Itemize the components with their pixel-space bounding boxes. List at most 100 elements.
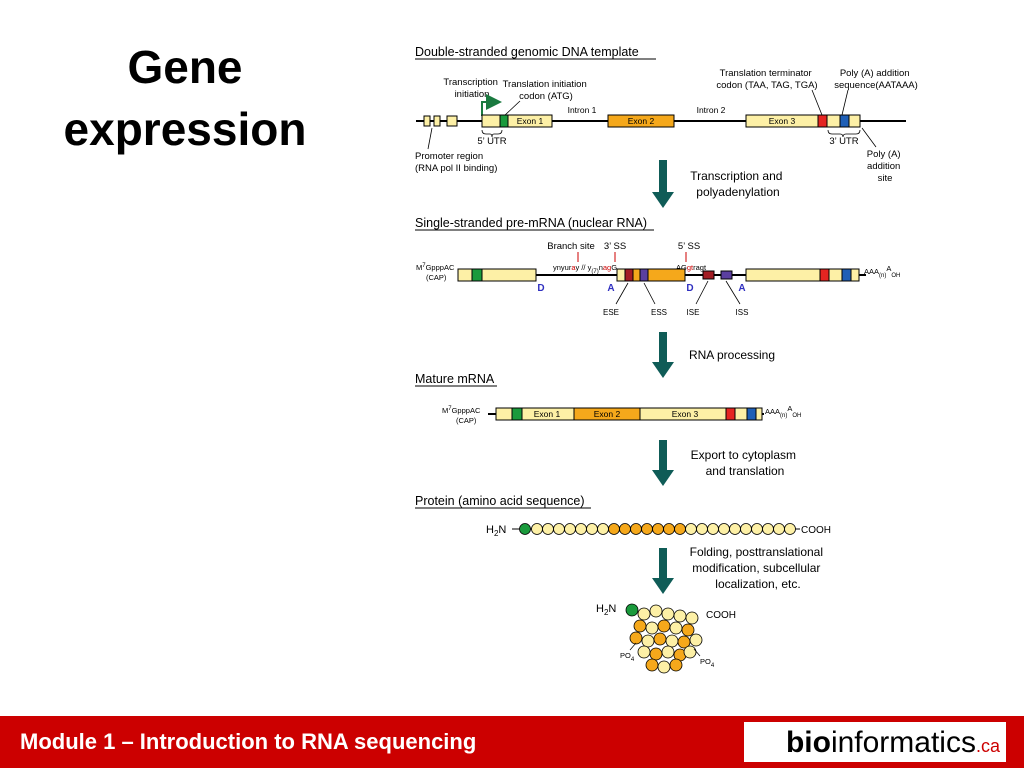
- transcription-start-arrow: [481, 94, 502, 116]
- footer-bar: Module 1 – Introduction to RNA sequencin…: [0, 716, 1024, 768]
- amino-acid-bead: [652, 523, 664, 535]
- premrna-stop-codon: [819, 268, 830, 282]
- pointer-polya-site: [861, 127, 877, 148]
- polya-site-label: Poly (A) addition site: [867, 149, 903, 184]
- pointer-terminator: [811, 89, 823, 116]
- folded-residue: [665, 634, 679, 648]
- polya-sequence-label: Poly (A) addition sequence(AATAAA): [834, 68, 918, 91]
- step-2-label: RNA processing: [689, 348, 775, 362]
- protein-heading: Protein (amino acid sequence): [415, 494, 585, 508]
- dna-intron2-label: Intron 2: [697, 105, 726, 115]
- down-arrow-3: [652, 440, 674, 486]
- amino-acid-bead: [531, 523, 543, 535]
- amino-acid-bead: [751, 523, 763, 535]
- utr3-label: 3’ UTR: [829, 136, 858, 147]
- folded-n-terminal-residue: [625, 603, 639, 617]
- premrna-tail-label: AAA(n)AOH: [864, 264, 900, 279]
- mature-exon3-label: Exon 3: [672, 409, 699, 419]
- premrna-heading: Single-stranded pre-mRNA (nuclear RNA): [415, 216, 647, 230]
- premrna-ess-box: [639, 268, 649, 282]
- promoter-box-2: [433, 115, 441, 127]
- amino-acid-bead: [619, 523, 631, 535]
- folded-residue: [689, 633, 703, 647]
- acceptor-letter-2: A: [738, 283, 745, 294]
- folded-residue: [649, 604, 663, 618]
- amino-acid-bead: [663, 523, 675, 535]
- pointer-atg: [503, 100, 521, 117]
- step-3-label: Export to cytoplasm and translation: [691, 448, 800, 478]
- mature-cap-label: M7GpppAC (CAP): [442, 406, 482, 425]
- down-arrow-4: [652, 548, 674, 594]
- module-title: Module 1 – Introduction to RNA sequencin…: [20, 729, 477, 754]
- folded-residue: [653, 632, 667, 646]
- amino-acid-bead: [641, 523, 653, 535]
- ss5-label: 5’ SS: [678, 241, 700, 252]
- premrna-utr3-2: [850, 268, 860, 282]
- translation-initiation-label: Translation initiation codon (ATG): [503, 79, 590, 102]
- brand-logo-box: bioinformatics.ca: [744, 722, 1006, 762]
- amino-acid-bead: [608, 523, 620, 535]
- folded-residue: [633, 619, 647, 633]
- promoter-box-1: [423, 115, 431, 127]
- brand-bold: bio: [785, 726, 831, 759]
- ese-label: ESE: [603, 308, 619, 317]
- mature-utr5: [495, 407, 513, 421]
- amino-acid-bead: [696, 523, 708, 535]
- dna-utr5-box: [481, 114, 503, 128]
- amino-acid-bead: [586, 523, 598, 535]
- down-arrow-2: [652, 332, 674, 378]
- amino-acid-bead: [784, 523, 796, 535]
- amino-acid-n-terminal: [519, 523, 531, 535]
- gene-expression-diagram: Double-stranded genomic DNA template Tra…: [415, 45, 918, 674]
- folded-residue: [661, 607, 675, 621]
- dna-exon1: [507, 114, 553, 128]
- premrna-polya-signal: [841, 268, 852, 282]
- transcription-initiation-label: Transcription initiation: [443, 77, 500, 100]
- step-1-label: Transcription and polyadenylation: [690, 169, 786, 199]
- folded-residue: [641, 634, 655, 648]
- donor-letter-2: D: [686, 283, 693, 294]
- brand-rest: informatics: [830, 726, 976, 759]
- mature-stop-codon: [725, 407, 736, 421]
- mature-tail-label: AAA(n)AOH: [765, 404, 801, 419]
- splice-seq-left: ynyuray // y(7)nagG: [553, 263, 617, 275]
- amino-acid-bead: [553, 523, 565, 535]
- phosphate-link-2: [693, 648, 701, 657]
- folded-residue: [657, 619, 671, 633]
- promoter-label: Promoter region (RNA pol II binding): [415, 151, 497, 174]
- amino-acid-bead: [762, 523, 774, 535]
- folded-residue: [637, 607, 651, 621]
- ess-pointer: [643, 282, 656, 305]
- folded-residue: [669, 658, 683, 672]
- premrna-ese-box: [624, 268, 634, 282]
- amino-acid-bead: [718, 523, 730, 535]
- slide-title-line-1: Gene: [127, 41, 243, 93]
- mature-polya-signal: [746, 407, 757, 421]
- folded-residue: [669, 621, 683, 635]
- premrna-ise-box: [702, 270, 715, 280]
- folded-residue: [681, 623, 695, 637]
- ise-label: ISE: [687, 308, 700, 317]
- slide-title: Gene expression: [30, 36, 340, 160]
- brand-tld: .ca: [975, 736, 1000, 756]
- dna-exon2-label: Exon 2: [628, 116, 655, 126]
- dna-intron1-label: Intron 1: [568, 105, 597, 115]
- protein-n-terminus: H2N: [486, 524, 506, 538]
- dna-start-codon: [499, 114, 509, 128]
- folded-n-terminus: H2N: [596, 603, 616, 617]
- folded-residue: [657, 660, 671, 674]
- pointer-polya-seq: [841, 89, 849, 116]
- splice-seq-right: AGgtragt: [676, 263, 707, 272]
- amino-acid-bead: [685, 523, 697, 535]
- amino-acid-bead: [773, 523, 785, 535]
- folded-residue: [661, 645, 675, 659]
- terminator-label: Translation terminator codon (TAA, TAG, …: [716, 68, 817, 91]
- dna-utr3-box-2: [848, 114, 861, 128]
- ese-pointer: [615, 282, 629, 305]
- premrna-start-codon: [471, 268, 483, 282]
- amino-acid-bead: [707, 523, 719, 535]
- utr3-brace: [827, 129, 861, 138]
- mature-utr3-2: [755, 407, 763, 421]
- pointer-promoter: [427, 127, 433, 150]
- folded-residue: [645, 621, 659, 635]
